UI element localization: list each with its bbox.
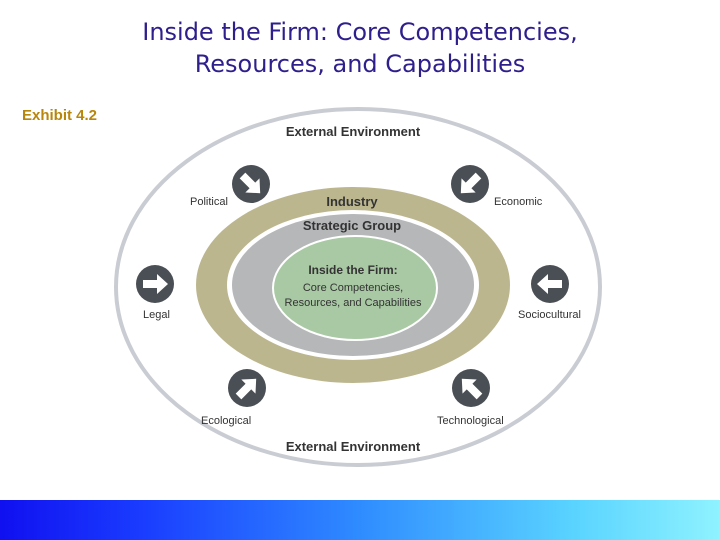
sociocultural-label: Sociocultural — [518, 309, 581, 321]
core-line-3: Resources, and Capabilities — [285, 297, 422, 309]
title-line-1: Inside the Firm: Core Competencies, — [142, 18, 578, 46]
core-title: Inside the Firm: — [308, 263, 397, 277]
external-environment-top-label: External Environment — [286, 124, 421, 139]
economic-arrow-icon — [451, 165, 489, 203]
industry-label: Industry — [326, 194, 378, 209]
technological-label: Technological — [437, 415, 504, 427]
sociocultural-arrow-icon — [531, 265, 569, 303]
external-environment-bottom-label: External Environment — [286, 439, 421, 454]
footer-gradient-bar — [0, 500, 720, 540]
legal-label: Legal — [143, 309, 170, 321]
core-line-2: Core Competencies, — [303, 282, 403, 294]
slide-title: Inside the Firm: Core Competencies, Reso… — [0, 16, 720, 80]
exhibit-label: Exhibit 4.2 — [22, 107, 98, 124]
strategic-group-label: Strategic Group — [303, 218, 401, 233]
ecological-arrow-icon — [228, 369, 266, 407]
legal-arrow-icon — [136, 265, 174, 303]
environment-diagram: Industry Strategic Group Inside the Firm… — [114, 107, 602, 467]
technological-arrow-icon — [452, 369, 490, 407]
political-arrow-icon — [232, 165, 270, 203]
political-label: Political — [190, 196, 228, 208]
economic-label: Economic — [494, 196, 543, 208]
ecological-label: Ecological — [201, 415, 251, 427]
core-ellipse — [272, 235, 438, 341]
title-line-2: Resources, and Capabilities — [194, 50, 526, 78]
